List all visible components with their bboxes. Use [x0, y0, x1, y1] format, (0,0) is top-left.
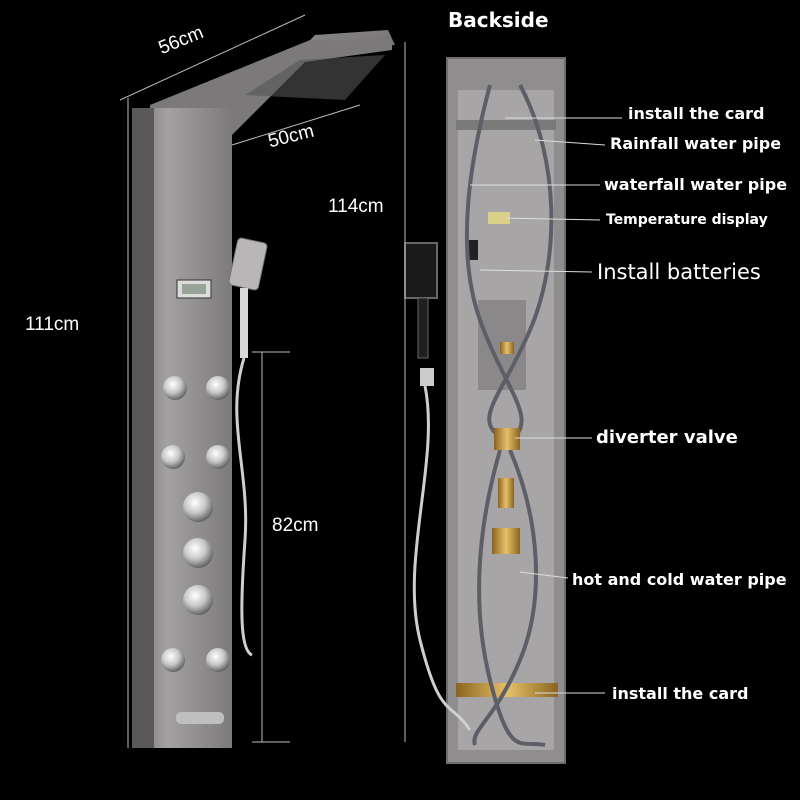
body-jet: [206, 376, 230, 400]
hand-shower-front: [228, 237, 268, 657]
dimension-back-height-label: 114cm: [328, 196, 384, 217]
body-jet: [206, 648, 230, 672]
callout-hot-cold-pipe: hot and cold water pipe: [572, 570, 787, 589]
hand-shower-head-back: [404, 242, 438, 299]
hose-back: [412, 385, 472, 731]
card-top: [456, 120, 556, 130]
panel-side: [132, 108, 154, 748]
control-knob: [183, 492, 213, 522]
callout-rainfall-pipe: Rainfall water pipe: [610, 134, 782, 153]
brass-fittings: [492, 342, 520, 554]
backside-title: Backside: [448, 8, 549, 32]
temp-display-back: [488, 212, 510, 224]
control-knob: [183, 538, 213, 568]
back-pipes: [464, 84, 554, 747]
diverter-valve-body: [494, 428, 520, 450]
battery-box: [468, 240, 478, 260]
body-jet: [161, 648, 185, 672]
dimension-height-label: 111cm: [25, 314, 80, 335]
callout-install-batteries: Install batteries: [597, 260, 761, 284]
tub-spout: [176, 712, 224, 724]
callout-diverter-valve: diverter valve: [596, 427, 738, 448]
callout-temperature-display: Temperature display: [606, 212, 768, 228]
dimension-jets-label: 82cm: [272, 515, 319, 536]
callout-waterfall-pipe: waterfall water pipe: [604, 175, 788, 194]
front-panel: [132, 30, 395, 748]
nozzle-area: [245, 55, 385, 100]
body-jet: [161, 445, 185, 469]
body-jet: [163, 376, 187, 400]
callout-leaders: [470, 117, 622, 694]
front-jets: [161, 376, 230, 724]
hose: [235, 357, 253, 657]
hand-shower-handle: [240, 288, 248, 358]
body-jet: [206, 445, 230, 469]
hand-shower-back: [404, 242, 472, 731]
control-knob: [183, 585, 213, 615]
front-dimension-lines: [119, 14, 361, 748]
callout-install-card-bottom: install the card: [612, 684, 749, 703]
callout-install-card-top: install the card: [628, 104, 765, 123]
back-interior: [458, 90, 554, 750]
